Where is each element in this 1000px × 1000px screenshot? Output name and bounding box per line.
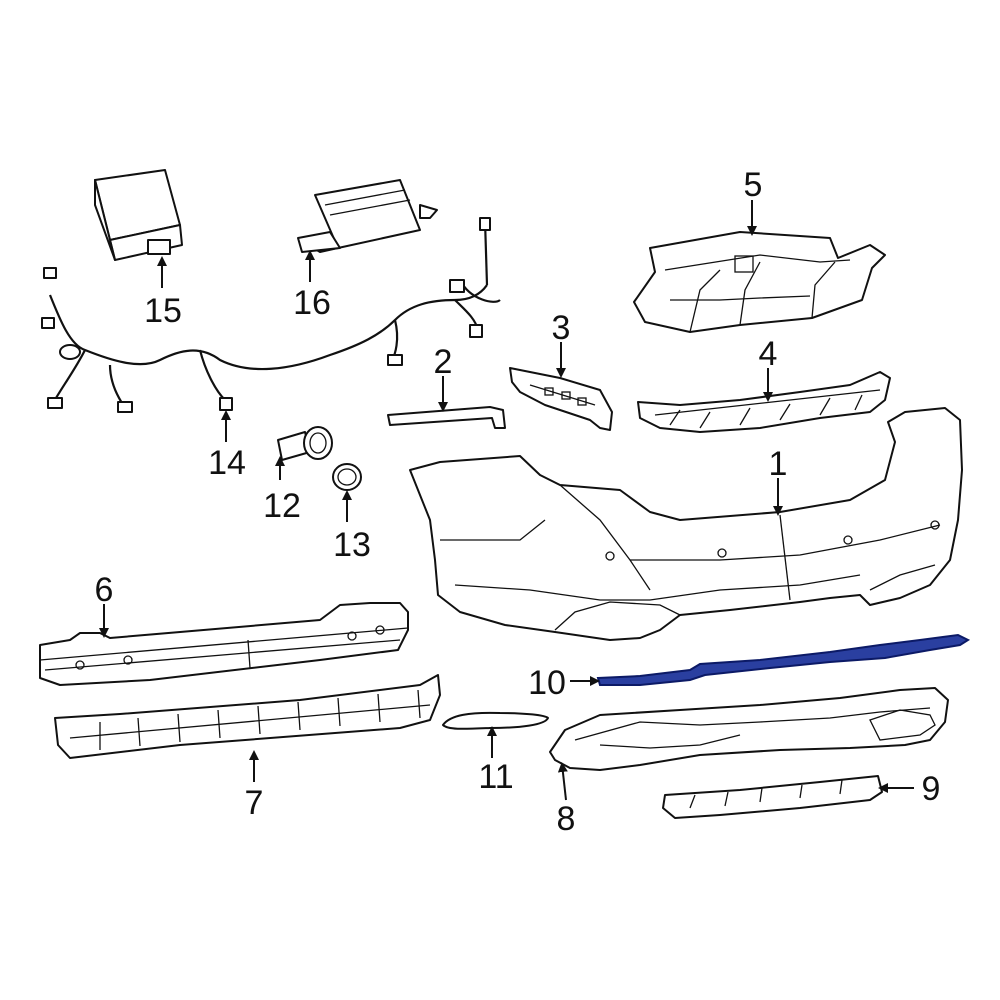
callout-10: 10 — [528, 664, 566, 702]
arrow-8 — [557, 762, 568, 801]
part-11-reflector — [442, 711, 549, 730]
callout-12: 12 — [263, 487, 301, 525]
part-15-module — [94, 169, 183, 261]
part-5-floor-pan — [633, 231, 886, 333]
callout-labels: 1 2 3 4 5 6 7 8 9 10 11 12 13 14 15 16 — [95, 166, 941, 838]
callout-5: 5 — [744, 166, 763, 204]
part-14-wiring-harness — [41, 217, 501, 413]
callout-9: 9 — [922, 770, 941, 808]
part-16-control-module — [297, 179, 438, 253]
callout-2: 2 — [434, 343, 453, 381]
part-7-absorber — [54, 674, 441, 759]
part-4-reinforcement — [637, 371, 891, 433]
callout-16: 16 — [293, 284, 331, 322]
part-13-ring — [332, 463, 362, 491]
part-2-strip — [387, 406, 506, 429]
callout-1: 1 — [769, 445, 788, 483]
part-8-lower-fascia — [549, 687, 949, 771]
callout-arrows — [99, 200, 914, 801]
callout-6: 6 — [95, 571, 114, 609]
part-6-impact-bar — [39, 602, 409, 686]
callout-15: 15 — [144, 292, 182, 330]
callout-4: 4 — [759, 335, 778, 373]
callout-7: 7 — [245, 784, 264, 822]
part-9-lower-bracket — [662, 775, 883, 819]
callout-14: 14 — [208, 444, 246, 482]
callout-8: 8 — [557, 800, 576, 838]
part-10-trim-strip-highlighted — [596, 633, 971, 686]
part-3-bracket — [509, 367, 613, 431]
callout-13: 13 — [333, 526, 371, 564]
part-1-bumper-cover — [409, 407, 963, 641]
callout-11: 11 — [478, 758, 513, 796]
callout-3: 3 — [552, 309, 571, 347]
part-12-sensor — [277, 426, 333, 461]
